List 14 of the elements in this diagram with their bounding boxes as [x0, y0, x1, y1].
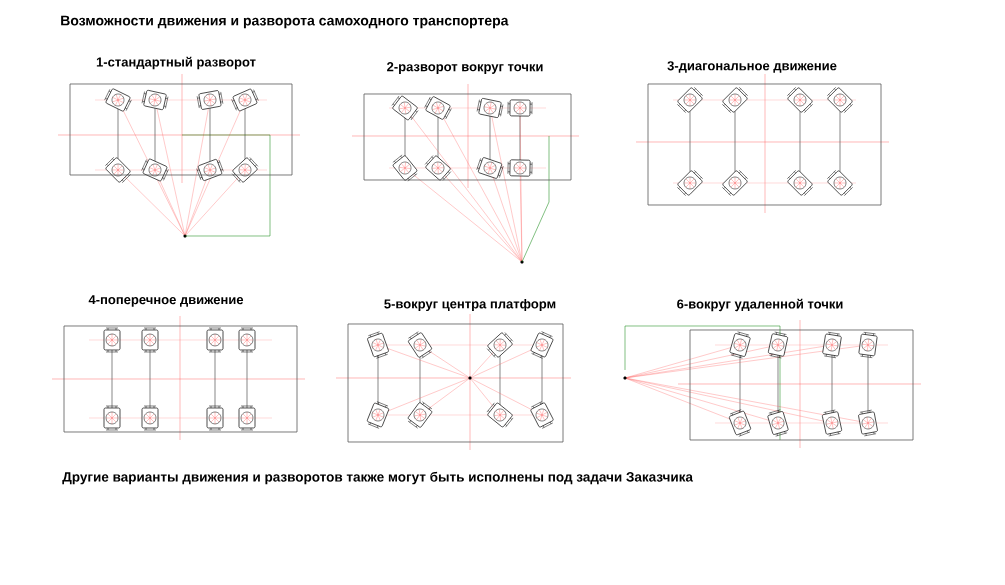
diagram-title: Возможности движения и разворота самоходного транспортера — [61, 15, 509, 29]
node-label: 6-вокруг удаленной точки — [677, 298, 843, 312]
node-label: 5-вокруг центра платформ — [384, 298, 556, 312]
diagram-panel: 3-диагональное движение — [647, 61, 882, 206]
node-label: 2-разворот вокруг точки — [387, 62, 543, 74]
caption: Другие варианты движения и разворотов также могут быть исполнены под задачи Заказчика — [62, 471, 694, 485]
diagram-panel: 6-вокруг удаленной точки — [677, 298, 914, 441]
diagram-panel: 1-стандартный разворот — [69, 56, 293, 176]
diagram-panel: 2-разворот вокруг точки — [363, 62, 572, 181]
diagram-panel: 4-поперечное движение — [63, 295, 298, 433]
diagram-panel: 5-вокруг центра платформ — [347, 298, 564, 443]
node-label: 3-диагональное движение — [667, 61, 837, 73]
node-label: 1-стандартный разворот — [96, 56, 256, 70]
node-label: 4-поперечное движение — [88, 295, 244, 307]
